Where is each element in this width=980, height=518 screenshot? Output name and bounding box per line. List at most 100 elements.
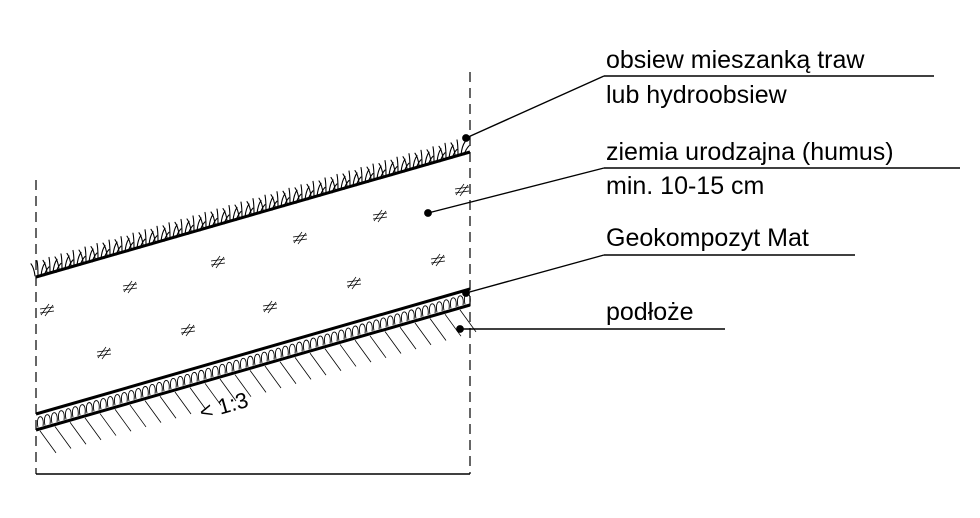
grass-tuft	[270, 191, 290, 208]
topsoil-hatch-mark	[430, 253, 446, 267]
topsoil-hatch-mark	[210, 255, 226, 269]
grass-tuft	[234, 201, 254, 218]
grass-tuft	[378, 160, 398, 177]
grass-tuft	[438, 142, 458, 159]
grass-tuft	[210, 208, 230, 225]
grass-tuft	[402, 153, 422, 170]
geocomposite-mat-layer	[35, 287, 471, 432]
leaders	[424, 75, 960, 333]
subsoil-hatch-line	[84, 417, 102, 441]
subsoil-hatch-line	[279, 361, 297, 384]
subsoil-hatch-line	[204, 383, 222, 406]
subsoil-hatch-line	[114, 409, 132, 432]
label-topsoil-line1: ziemia urodzajna (humus)	[606, 138, 894, 166]
labels: obsiew mieszanką traw lub hydroobsiew zi…	[196, 46, 893, 425]
subsoil-hatch-line	[339, 344, 357, 367]
grass-tuft	[54, 253, 74, 270]
subsoil-hatch-line	[129, 404, 147, 428]
grass-tuft	[42, 256, 62, 273]
topsoil-hatch-mark	[346, 276, 362, 290]
subsoil-hatch-line	[234, 374, 252, 397]
grass-tuft	[114, 236, 134, 253]
grass-seeding-layer	[30, 139, 470, 277]
subsoil-hatch-line	[369, 335, 387, 359]
subsoil-hatch-line	[399, 326, 417, 350]
topsoil-top-line	[35, 150, 471, 279]
subsoil-hatch-line	[39, 430, 57, 454]
frame	[35, 72, 471, 475]
topsoil-hatch-mark	[372, 209, 388, 223]
grass-tuft	[126, 232, 146, 249]
grass-tuft	[258, 194, 278, 211]
label-topsoil-line2: min. 10-15 cm	[606, 172, 764, 200]
subsoil-hatching	[39, 309, 477, 454]
subsoil-hatch-line	[69, 421, 87, 445]
grass-tuft	[150, 225, 170, 242]
grass-tuft	[162, 222, 182, 239]
grass-tuft	[330, 173, 350, 190]
grass-tuft	[414, 149, 434, 166]
grass-tuft	[306, 180, 326, 197]
subsoil-hatch-line	[99, 413, 117, 436]
topsoil-hatch-mark	[262, 300, 278, 314]
subsoil-hatch-line	[429, 318, 447, 341]
subsoil-hatch-line	[324, 348, 342, 371]
subsoil-hatch-line	[219, 378, 237, 402]
grass-tuft	[90, 243, 110, 260]
label-seeding-line1: obsiew mieszanką traw	[606, 46, 865, 74]
topsoil-hatch-mark	[292, 231, 308, 245]
geocomposite-bottom-line	[35, 303, 471, 432]
grass-tuft	[354, 166, 374, 184]
subsoil-hatch-line	[459, 309, 477, 333]
label-subsoil: podłoże	[606, 298, 694, 326]
topsoil-hatch-symbols	[39, 183, 470, 360]
subsoil-hatch-line	[264, 365, 282, 389]
leader-seeding	[465, 75, 605, 139]
leader-dot-topsoil	[424, 209, 432, 217]
grass-tuft	[282, 187, 302, 204]
grass-tuft	[294, 184, 314, 201]
grass-tuft	[198, 211, 218, 229]
label-seeding-line2: lub hydroobsiew	[606, 81, 788, 109]
grass-tuft	[450, 139, 470, 156]
subsoil-hatch-line	[249, 370, 267, 393]
grass-tuft	[174, 218, 194, 235]
leader-dot-geocomposite	[462, 289, 470, 297]
grass-tuft	[342, 170, 362, 187]
subsoil-hatch-line	[54, 426, 72, 449]
topsoil-hatch-mark	[39, 303, 55, 317]
grass-tuft	[30, 260, 50, 277]
slope-ratio-label: < 1:3	[196, 387, 251, 425]
grass-tuft	[78, 246, 98, 263]
subsoil-hatch-line	[354, 339, 372, 363]
subsoil-hatch-line	[384, 331, 402, 354]
subsoil-hatch-line	[189, 387, 207, 410]
grass-tuft	[222, 204, 242, 222]
subsoil-hatch-line	[159, 396, 177, 419]
topsoil-hatch-mark	[96, 346, 112, 360]
grass-tuft	[102, 239, 122, 256]
label-geocomposite: Geokompozyt Mat	[606, 224, 809, 252]
grass-tuft	[366, 163, 386, 180]
topsoil-hatch-mark	[122, 280, 138, 294]
topsoil-layer	[35, 150, 471, 360]
grass-tuft	[318, 177, 338, 194]
subsoil-hatch-line	[144, 400, 162, 423]
grass-tuft	[390, 156, 410, 173]
leader-dot-subsoil	[456, 325, 464, 333]
leader-dot-seeding	[462, 134, 470, 142]
leader-topsoil	[427, 167, 605, 214]
grass-tuft	[186, 215, 206, 232]
grass-tuft	[426, 146, 446, 163]
grass-tuft	[66, 249, 86, 267]
subsoil-hatch-line	[414, 322, 432, 346]
grass-tuft	[138, 229, 158, 246]
topsoil-hatch-mark	[180, 323, 196, 337]
subsoil-hatch-line	[444, 313, 462, 337]
leader-geocomposite	[465, 254, 605, 294]
geocomposite-loop-texture	[36, 293, 471, 428]
topsoil-hatch-mark	[454, 183, 470, 197]
subsoil-hatch-line	[294, 357, 312, 380]
grass-tuft	[246, 198, 266, 215]
